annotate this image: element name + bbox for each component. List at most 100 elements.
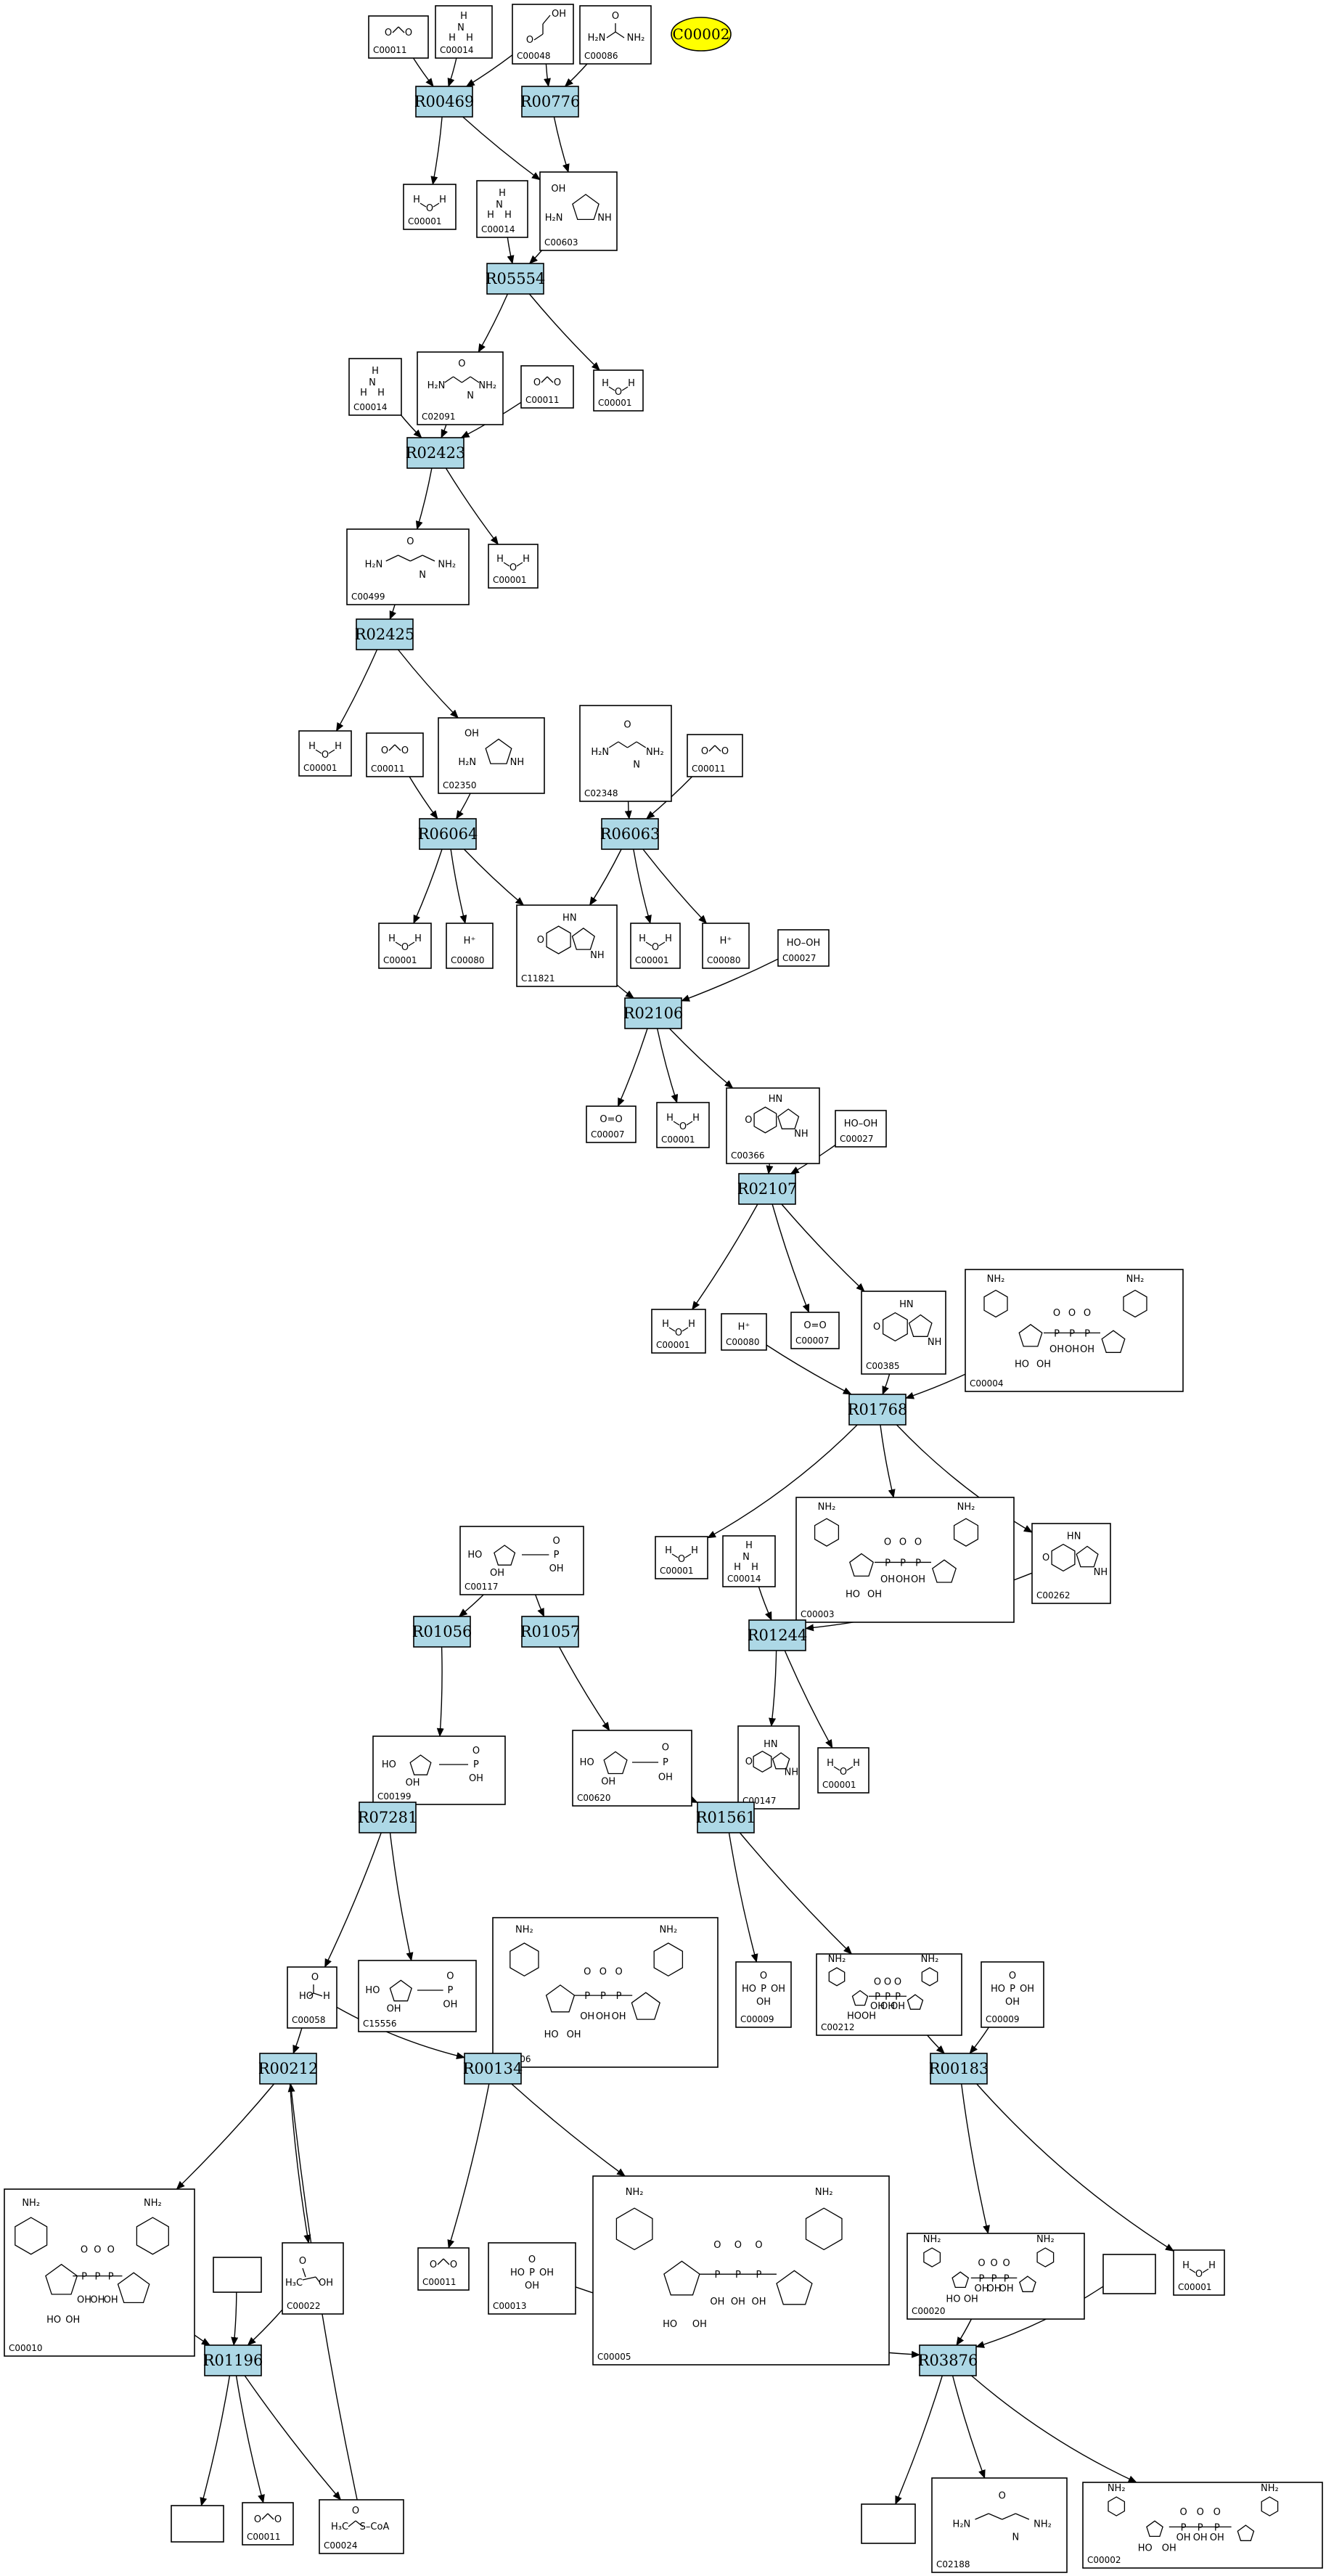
compound-node-c00080c[interactable]: H⁺C00080	[721, 1313, 767, 1351]
reaction-node-R02423[interactable]: R02423	[406, 437, 466, 469]
compound-id: C00001	[408, 216, 442, 226]
reaction-node-R01056[interactable]: R01056	[412, 1616, 472, 1648]
edge-R02107-to-c00001h	[692, 1203, 758, 1310]
reaction-box	[419, 818, 477, 850]
reaction-node-R06064[interactable]: R06064	[418, 818, 478, 850]
reaction-node-R00469[interactable]: R00469	[414, 86, 475, 118]
atom-label: H	[1208, 2260, 1216, 2271]
atom-label: H₂N	[365, 559, 383, 570]
reaction-node-R00212[interactable]: R00212	[258, 2053, 319, 2085]
reaction-node-R00183[interactable]: R00183	[929, 2053, 989, 2085]
compound-node-blank2[interactable]	[1102, 2254, 1156, 2294]
atom-label: NH₂	[1034, 2519, 1052, 2530]
atom-label: OH	[77, 2294, 91, 2305]
atom-label: O	[623, 719, 631, 730]
compound-node-blank3[interactable]	[171, 2505, 224, 2543]
edge-R02106-to-c00001g	[656, 1028, 679, 1103]
reaction-node-R03876[interactable]: R03876	[918, 2344, 978, 2376]
compound-box	[579, 5, 652, 65]
compound-id: C00620	[577, 1793, 611, 1803]
reaction-node-R06063[interactable]: R06063	[600, 818, 660, 850]
compound-id: C00001	[661, 1134, 695, 1145]
reaction-node-R01244[interactable]: R01244	[748, 1619, 808, 1651]
compound-box	[931, 2477, 1068, 2573]
reaction-node-R02107[interactable]: R02107	[737, 1173, 798, 1205]
compound-node-c00006[interactable]: POOHPOOHPOOHNH₂NH₂HOOHC00006	[492, 1917, 719, 2068]
reaction-node-R02106[interactable]: R02106	[623, 997, 684, 1029]
compound-node-c00080a[interactable]: H⁺C00080	[446, 923, 494, 969]
atom-label: O	[537, 935, 544, 946]
compound-node-c00080b[interactable]: H⁺C00080	[702, 923, 750, 969]
reaction-node-R00134[interactable]: R00134	[463, 2053, 523, 2085]
compound-node-blank1[interactable]	[213, 2257, 262, 2293]
compound-node-blank4[interactable]	[861, 2503, 916, 2544]
target-compound-marker[interactable]: C00002	[671, 17, 732, 52]
reaction-node-R01768[interactable]: R01768	[848, 1394, 908, 1426]
reaction-node-R01561[interactable]: R01561	[696, 1802, 756, 1833]
atom-label: N	[419, 570, 426, 581]
reaction-node-R07281[interactable]: R07281	[358, 1802, 418, 1833]
reaction-node-R00776[interactable]: R00776	[520, 86, 581, 118]
reaction-node-R05554[interactable]: R05554	[486, 263, 546, 295]
compound-id: C00013	[493, 2301, 527, 2311]
reaction-node-R01196[interactable]: R01196	[203, 2344, 263, 2376]
reaction-node-R01057[interactable]: R01057	[520, 1616, 581, 1648]
reaction-node-R02425[interactable]: R02425	[355, 618, 415, 650]
